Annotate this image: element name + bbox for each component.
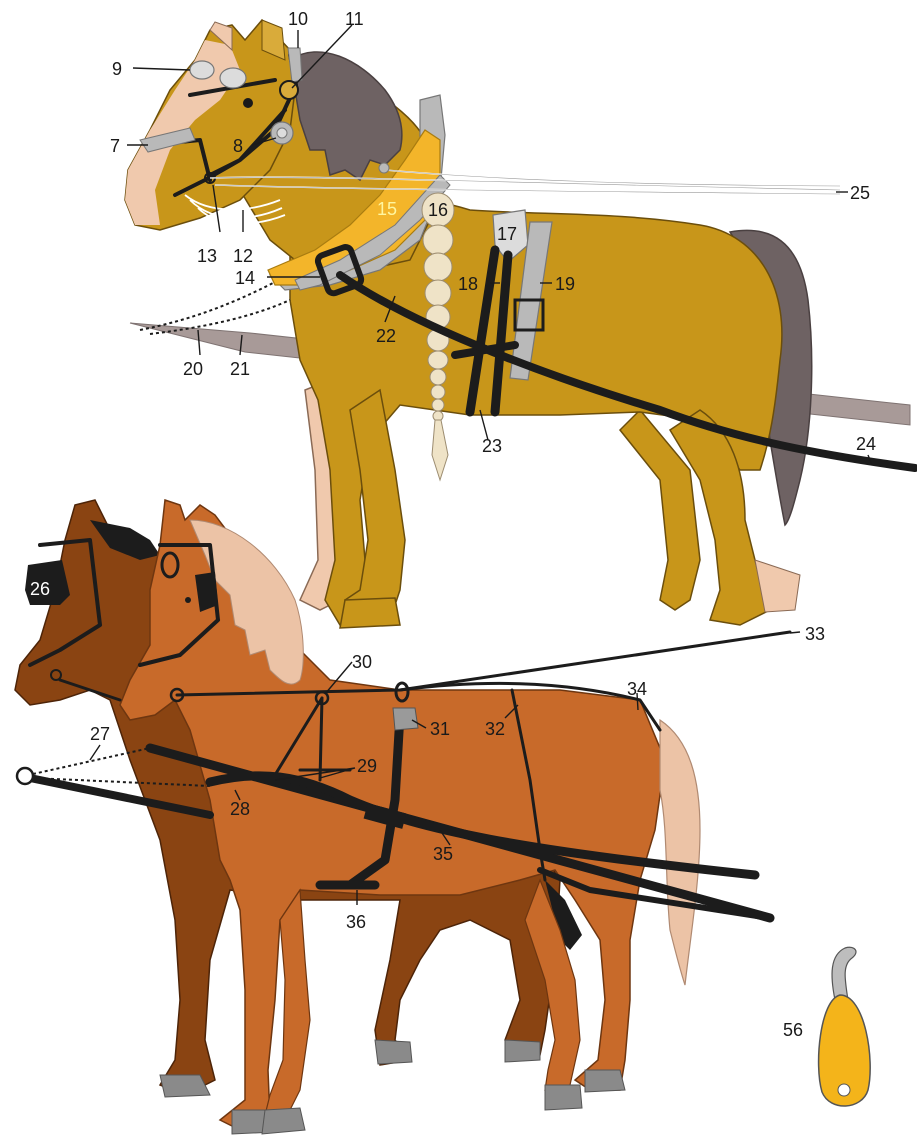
label-15: 15: [377, 199, 397, 219]
front-horse-tail: [660, 720, 700, 985]
front-horse-hoof-2: [262, 1108, 305, 1134]
label-16: 16: [428, 200, 448, 220]
label-32: 32: [485, 719, 505, 739]
label-36: 36: [346, 912, 366, 932]
label-27: 27: [90, 724, 110, 744]
label-30: 30: [352, 652, 372, 672]
label-29: 29: [357, 756, 377, 776]
label-20: 20: [183, 359, 203, 379]
label-26: 26: [30, 579, 50, 599]
hoof-pick: [819, 947, 871, 1106]
blinker-9a: [190, 61, 214, 79]
label-13: 13: [197, 246, 217, 266]
label-19: 19: [555, 274, 575, 294]
label-21: 21: [230, 359, 250, 379]
label-33: 33: [805, 624, 825, 644]
label-34: 34: [627, 679, 647, 699]
label-25: 25: [850, 183, 870, 203]
front-horse-hoof-4: [585, 1070, 625, 1092]
label-56: 56: [783, 1020, 803, 1040]
label-24: 24: [856, 434, 876, 454]
blinker-9b: [220, 68, 246, 88]
label-7: 7: [110, 136, 120, 156]
label-17: 17: [497, 224, 517, 244]
pole-ring: [17, 768, 33, 784]
label-9: 9: [112, 59, 122, 79]
eye: [243, 98, 253, 108]
label-31: 31: [430, 719, 450, 739]
near-fore-hoof: [340, 598, 400, 628]
hoof-pick-hook: [832, 947, 856, 1000]
label-14: 14: [235, 268, 255, 288]
label-8: 8: [233, 136, 243, 156]
label-22: 22: [376, 326, 396, 346]
label-12: 12: [233, 246, 253, 266]
back-horse-hoof-3: [505, 1040, 540, 1062]
saddle-31: [393, 708, 418, 730]
label-35: 35: [433, 844, 453, 864]
draught-horse: [125, 20, 915, 628]
label-23: 23: [482, 436, 502, 456]
rosette-8-inner: [277, 128, 287, 138]
front-horse-hoof-3: [545, 1085, 582, 1110]
label-28: 28: [230, 799, 250, 819]
label-10: 10: [288, 9, 308, 29]
label-18: 18: [458, 274, 478, 294]
label-11: 11: [345, 9, 364, 29]
rein-terret: [379, 163, 389, 173]
back-horse-hoof-2: [375, 1040, 412, 1064]
hoof-pick-hole: [838, 1084, 850, 1096]
front-eye: [185, 597, 191, 603]
